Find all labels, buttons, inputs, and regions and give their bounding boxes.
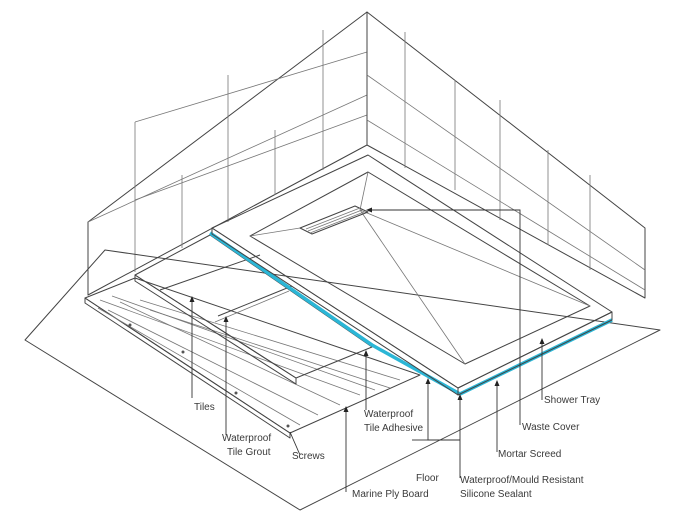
screw [128, 323, 132, 327]
label-screws: Screws [292, 451, 325, 462]
back-wall-right [366, 11, 646, 299]
label-tiles: Tiles [194, 402, 215, 413]
label-shower-tray: Shower Tray [544, 395, 600, 406]
floor [24, 249, 661, 511]
screw [234, 391, 238, 395]
marine-ply-board [84, 277, 421, 439]
label-sealant-1: Waterproof/Mould Resistant [460, 475, 584, 486]
label-tile-adhesive-1: Waterproof [364, 409, 413, 420]
label-mortar-screed: Mortar Screed [498, 449, 561, 460]
shower-tray [211, 154, 613, 396]
back-wall-left [87, 11, 368, 296]
label-waste-cover: Waste Cover [522, 422, 580, 433]
label-tile-grout-1: Waterproof [222, 433, 271, 444]
label-tile-grout-2: Tile Grout [227, 447, 271, 458]
screw [286, 424, 290, 428]
label-tile-adhesive-2: Tile Adhesive [364, 423, 424, 434]
waste-cover [299, 205, 369, 235]
label-sealant-2: Silicone Sealant [460, 489, 532, 500]
leader-lines [189, 207, 545, 492]
screw [181, 350, 185, 354]
silicone-sealant [209, 231, 613, 396]
label-marine-ply: Marine Ply Board [352, 489, 429, 500]
label-floor: Floor [416, 473, 439, 484]
